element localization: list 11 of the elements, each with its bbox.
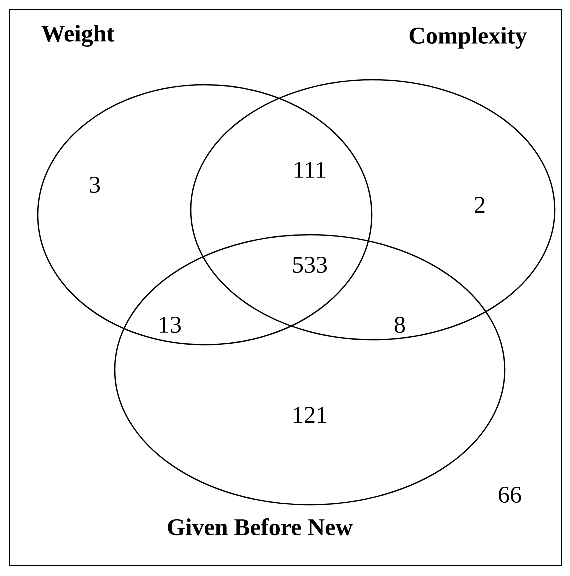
set-label: Given Before New — [168, 518, 353, 536]
set-label: Complexity — [410, 27, 528, 49]
set-label: Weight — [42, 25, 115, 47]
region-count: 111 — [295, 162, 326, 178]
region-count: 13 — [160, 316, 182, 334]
region-count: 66 — [499, 486, 522, 504]
region-count: 533 — [293, 256, 328, 274]
region-count: 3 — [90, 176, 100, 194]
region-count: 121 — [294, 407, 327, 423]
region-count: 2 — [475, 197, 485, 213]
region-count: 8 — [394, 316, 406, 334]
